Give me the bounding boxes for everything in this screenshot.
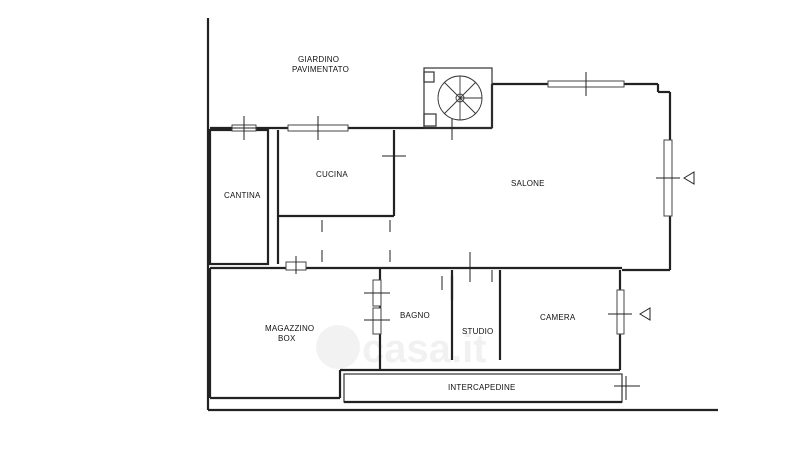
entry-arrow-salone-icon (683, 171, 695, 185)
window-magazzino-2 (372, 307, 382, 335)
label-pavimentato: PAVIMENTATO (292, 65, 349, 74)
watermark-text: casa.it (362, 327, 487, 371)
label-cucina: CUCINA (316, 170, 348, 179)
entry-arrows (639, 171, 695, 321)
label-camera: CAMERA (540, 313, 576, 322)
label-salone: SALONE (511, 179, 545, 188)
property-boundary (206, 18, 718, 412)
label-magazzino: MAGAZZINO (265, 324, 314, 333)
door-markers (232, 72, 680, 400)
spiral-staircase-icon (423, 71, 483, 127)
label-cantina: CANTINA (224, 191, 261, 200)
label-intercapedine: INTERCAPEDINE (448, 383, 516, 392)
window-camera-right (616, 289, 625, 335)
watermark: casa.it (316, 325, 487, 371)
label-studio: STUDIO (462, 327, 493, 336)
watermark-logo-icon (316, 325, 360, 369)
room-labels: GIARDINO PAVIMENTATO CUCINA SALONE CANTI… (224, 55, 576, 392)
label-box: BOX (278, 334, 296, 343)
label-giardino: GIARDINO (298, 55, 339, 64)
label-bagno: BAGNO (400, 311, 430, 320)
entry-arrow-camera-icon (639, 307, 651, 321)
